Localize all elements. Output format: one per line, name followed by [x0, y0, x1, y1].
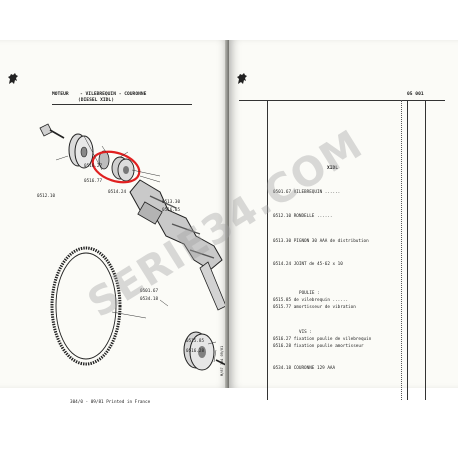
page-reference: 05 001: [407, 92, 424, 97]
callout-label: 0513.30: [162, 200, 181, 205]
right-page: 05 001 XIDL 0501.67 VILEBREQUIN ...... 0…: [229, 40, 458, 400]
callout-label: 0512.10: [37, 194, 56, 199]
ring-gear-icon: [50, 246, 122, 366]
callout-label: 0516.77: [84, 179, 103, 184]
pulley-icon: [68, 133, 94, 169]
list-item: 0515.85 de vilebrequin ......: [273, 298, 349, 303]
highlight-circle: [91, 150, 141, 184]
list-item: 0514.24 JOINT de 45-62 x 10: [273, 262, 343, 267]
callout-label: 0516.28: [186, 349, 205, 354]
header-rule: [239, 100, 445, 101]
left-page: MOTEUR - VILEBREQUIN - COURONNE (DIESEL …: [0, 40, 229, 405]
list-item: POULIE :: [299, 291, 320, 296]
column-rule: [401, 100, 402, 400]
list-item: 0516.28 fixation poulie amortisseur: [273, 344, 364, 349]
list-item: 0516.27 fixation poulie de vilebrequin: [273, 337, 372, 342]
callout-label: 0515.85: [186, 339, 205, 344]
damper-pulley-icon: [183, 331, 215, 371]
list-item: 0513.30 PIGNON 30 AAA de distribution: [273, 239, 369, 244]
bolt-icon: [39, 123, 65, 139]
crankshaft-icon: [129, 179, 227, 311]
callout-label: 0516.27: [84, 164, 103, 169]
callout-label: 0534.18: [140, 297, 159, 302]
callout-leaders: [55, 135, 217, 363]
page-subtitle: (DIESEL XIDL): [78, 98, 114, 103]
list-item: 0512.10 RONDELLE ......: [273, 214, 333, 219]
seal-ring-icon: [98, 150, 110, 170]
peugeot-lion-logo-icon: [237, 73, 247, 84]
page-title: - VILEBREQUIN - COURONNE: [80, 92, 147, 97]
list-item: 0515.77 amortisseur de vibration: [273, 305, 356, 310]
page-footer: 304/0 - 09/81 Printed in France: [70, 400, 151, 405]
column-rule: [425, 100, 426, 400]
peugeot-lion-logo-icon: [8, 73, 18, 84]
callout-label: 0514.24: [108, 190, 127, 195]
column-rule: [407, 100, 408, 400]
callout-label: 0516.85: [162, 208, 181, 213]
crankshaft-exploded-diagram: [39, 123, 229, 371]
open-catalog-book: MOTEUR - VILEBREQUIN - COURONNE (DIESEL …: [0, 40, 458, 405]
list-item: 0534.18 COURONNE 129 AAA: [273, 366, 336, 371]
column-header: XIDL: [327, 166, 339, 171]
callout-label: 0501.67: [140, 289, 159, 294]
section-label: MOTEUR: [52, 92, 69, 97]
list-item: 0501.67 VILEBREQUIN ......: [273, 190, 341, 195]
list-item: VIS :: [299, 330, 312, 335]
column-rule: [267, 100, 268, 400]
header-rule: [52, 104, 192, 105]
timing-pinion-icon: [111, 156, 135, 182]
